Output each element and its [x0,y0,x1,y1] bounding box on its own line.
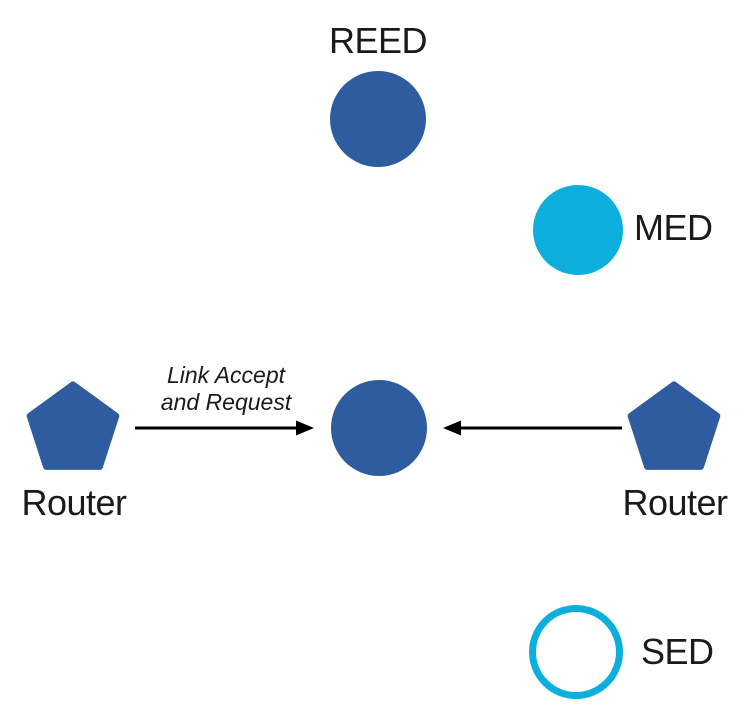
med-node-circle [533,185,623,275]
annotation-line-1: Link Accept [166,362,286,388]
router-left-node-label: Router [21,482,127,523]
router-right-pentagon [627,381,721,470]
link-request-arrowhead-icon [296,420,314,436]
med-node-label: MED [634,207,713,248]
router-left-pentagon [26,381,120,470]
annotation-line-2: and Request [160,389,292,415]
right-router-arrowhead-icon [443,420,461,436]
link-accept-request-annotation: Link Accept and Request [161,362,291,416]
joiner-center-node-circle [331,380,427,476]
sed-node-circle [529,605,623,699]
router-right-node-label: Router [622,482,728,523]
reed-node-circle [330,71,426,167]
reed-node-label: REED [328,20,428,61]
sed-node-label: SED [641,631,714,672]
